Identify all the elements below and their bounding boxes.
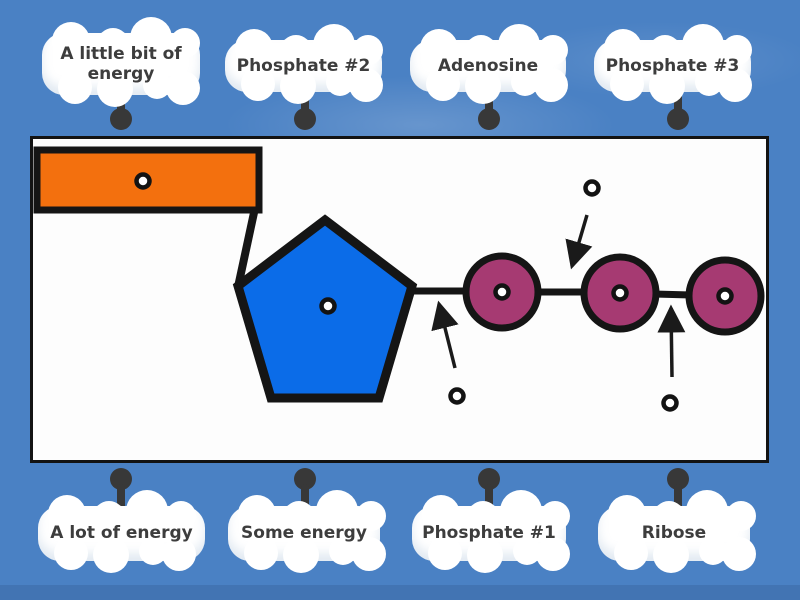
label-card-phosphate-1[interactable]: Phosphate #1 — [412, 495, 566, 570]
bond-circle2-circle3 — [653, 290, 692, 299]
label-text: Ribose — [641, 523, 707, 544]
arrow-to-bond-3 — [657, 304, 686, 378]
target-dot-circle-1[interactable] — [493, 283, 511, 301]
label-text: A lot of energy — [50, 523, 193, 544]
label-pin-stem — [485, 484, 493, 510]
label-pin-stem — [674, 484, 682, 510]
label-pin-stem — [117, 484, 125, 510]
label-card-a-little-bit-of-energy[interactable]: A little bit of energy — [42, 22, 200, 104]
arrow-to-bond-1 — [431, 300, 459, 369]
label-pin-dot — [294, 108, 316, 130]
target-dot-orange-bar[interactable] — [134, 172, 152, 190]
arrow-to-bond-2 — [565, 214, 593, 270]
label-card-phosphate-3[interactable]: Phosphate #3 — [594, 29, 751, 101]
label-text: Phosphate #2 — [236, 55, 371, 76]
label-pin-stem — [485, 88, 493, 114]
atp-diagram — [33, 146, 765, 412]
label-text: Adenosine — [437, 55, 539, 76]
label-pin-dot — [110, 468, 132, 490]
target-dot-arrow-bond-2[interactable] — [583, 179, 601, 197]
label-pin-dot — [667, 468, 689, 490]
label-pin-stem — [301, 484, 309, 510]
target-dot-arrow-bond-1[interactable] — [448, 387, 466, 405]
label-card-adenosine[interactable]: Adenosine — [410, 29, 566, 101]
bar-pentagon-connector-line — [234, 207, 259, 288]
label-text: Phosphate #3 — [605, 55, 740, 76]
target-dot-circle-2[interactable] — [611, 284, 629, 302]
label-card-phosphate-2[interactable]: Phosphate #2 — [225, 29, 382, 101]
label-card-some-energy[interactable]: Some energy — [228, 495, 380, 570]
label-pin-stem — [117, 90, 125, 116]
background-strip — [0, 585, 800, 600]
label-pin-dot — [110, 108, 132, 130]
label-card-ribose[interactable]: Ribose — [598, 495, 750, 570]
label-text: Some energy — [241, 523, 367, 544]
label-text: Phosphate #1 — [422, 523, 556, 544]
label-text: A little bit of energy — [60, 43, 182, 84]
label-pin-stem — [674, 88, 682, 114]
label-card-a-lot-of-energy[interactable]: A lot of energy — [38, 495, 205, 570]
label-pin-dot — [478, 468, 500, 490]
label-pin-dot — [667, 108, 689, 130]
label-pin-dot — [478, 108, 500, 130]
label-pin-dot — [294, 468, 316, 490]
diagram-panel — [30, 136, 769, 463]
target-dot-pentagon[interactable] — [319, 297, 337, 315]
target-dot-arrow-bond-3[interactable] — [661, 394, 679, 412]
target-dot-circle-3[interactable] — [716, 287, 734, 305]
label-pin-stem — [301, 88, 309, 114]
